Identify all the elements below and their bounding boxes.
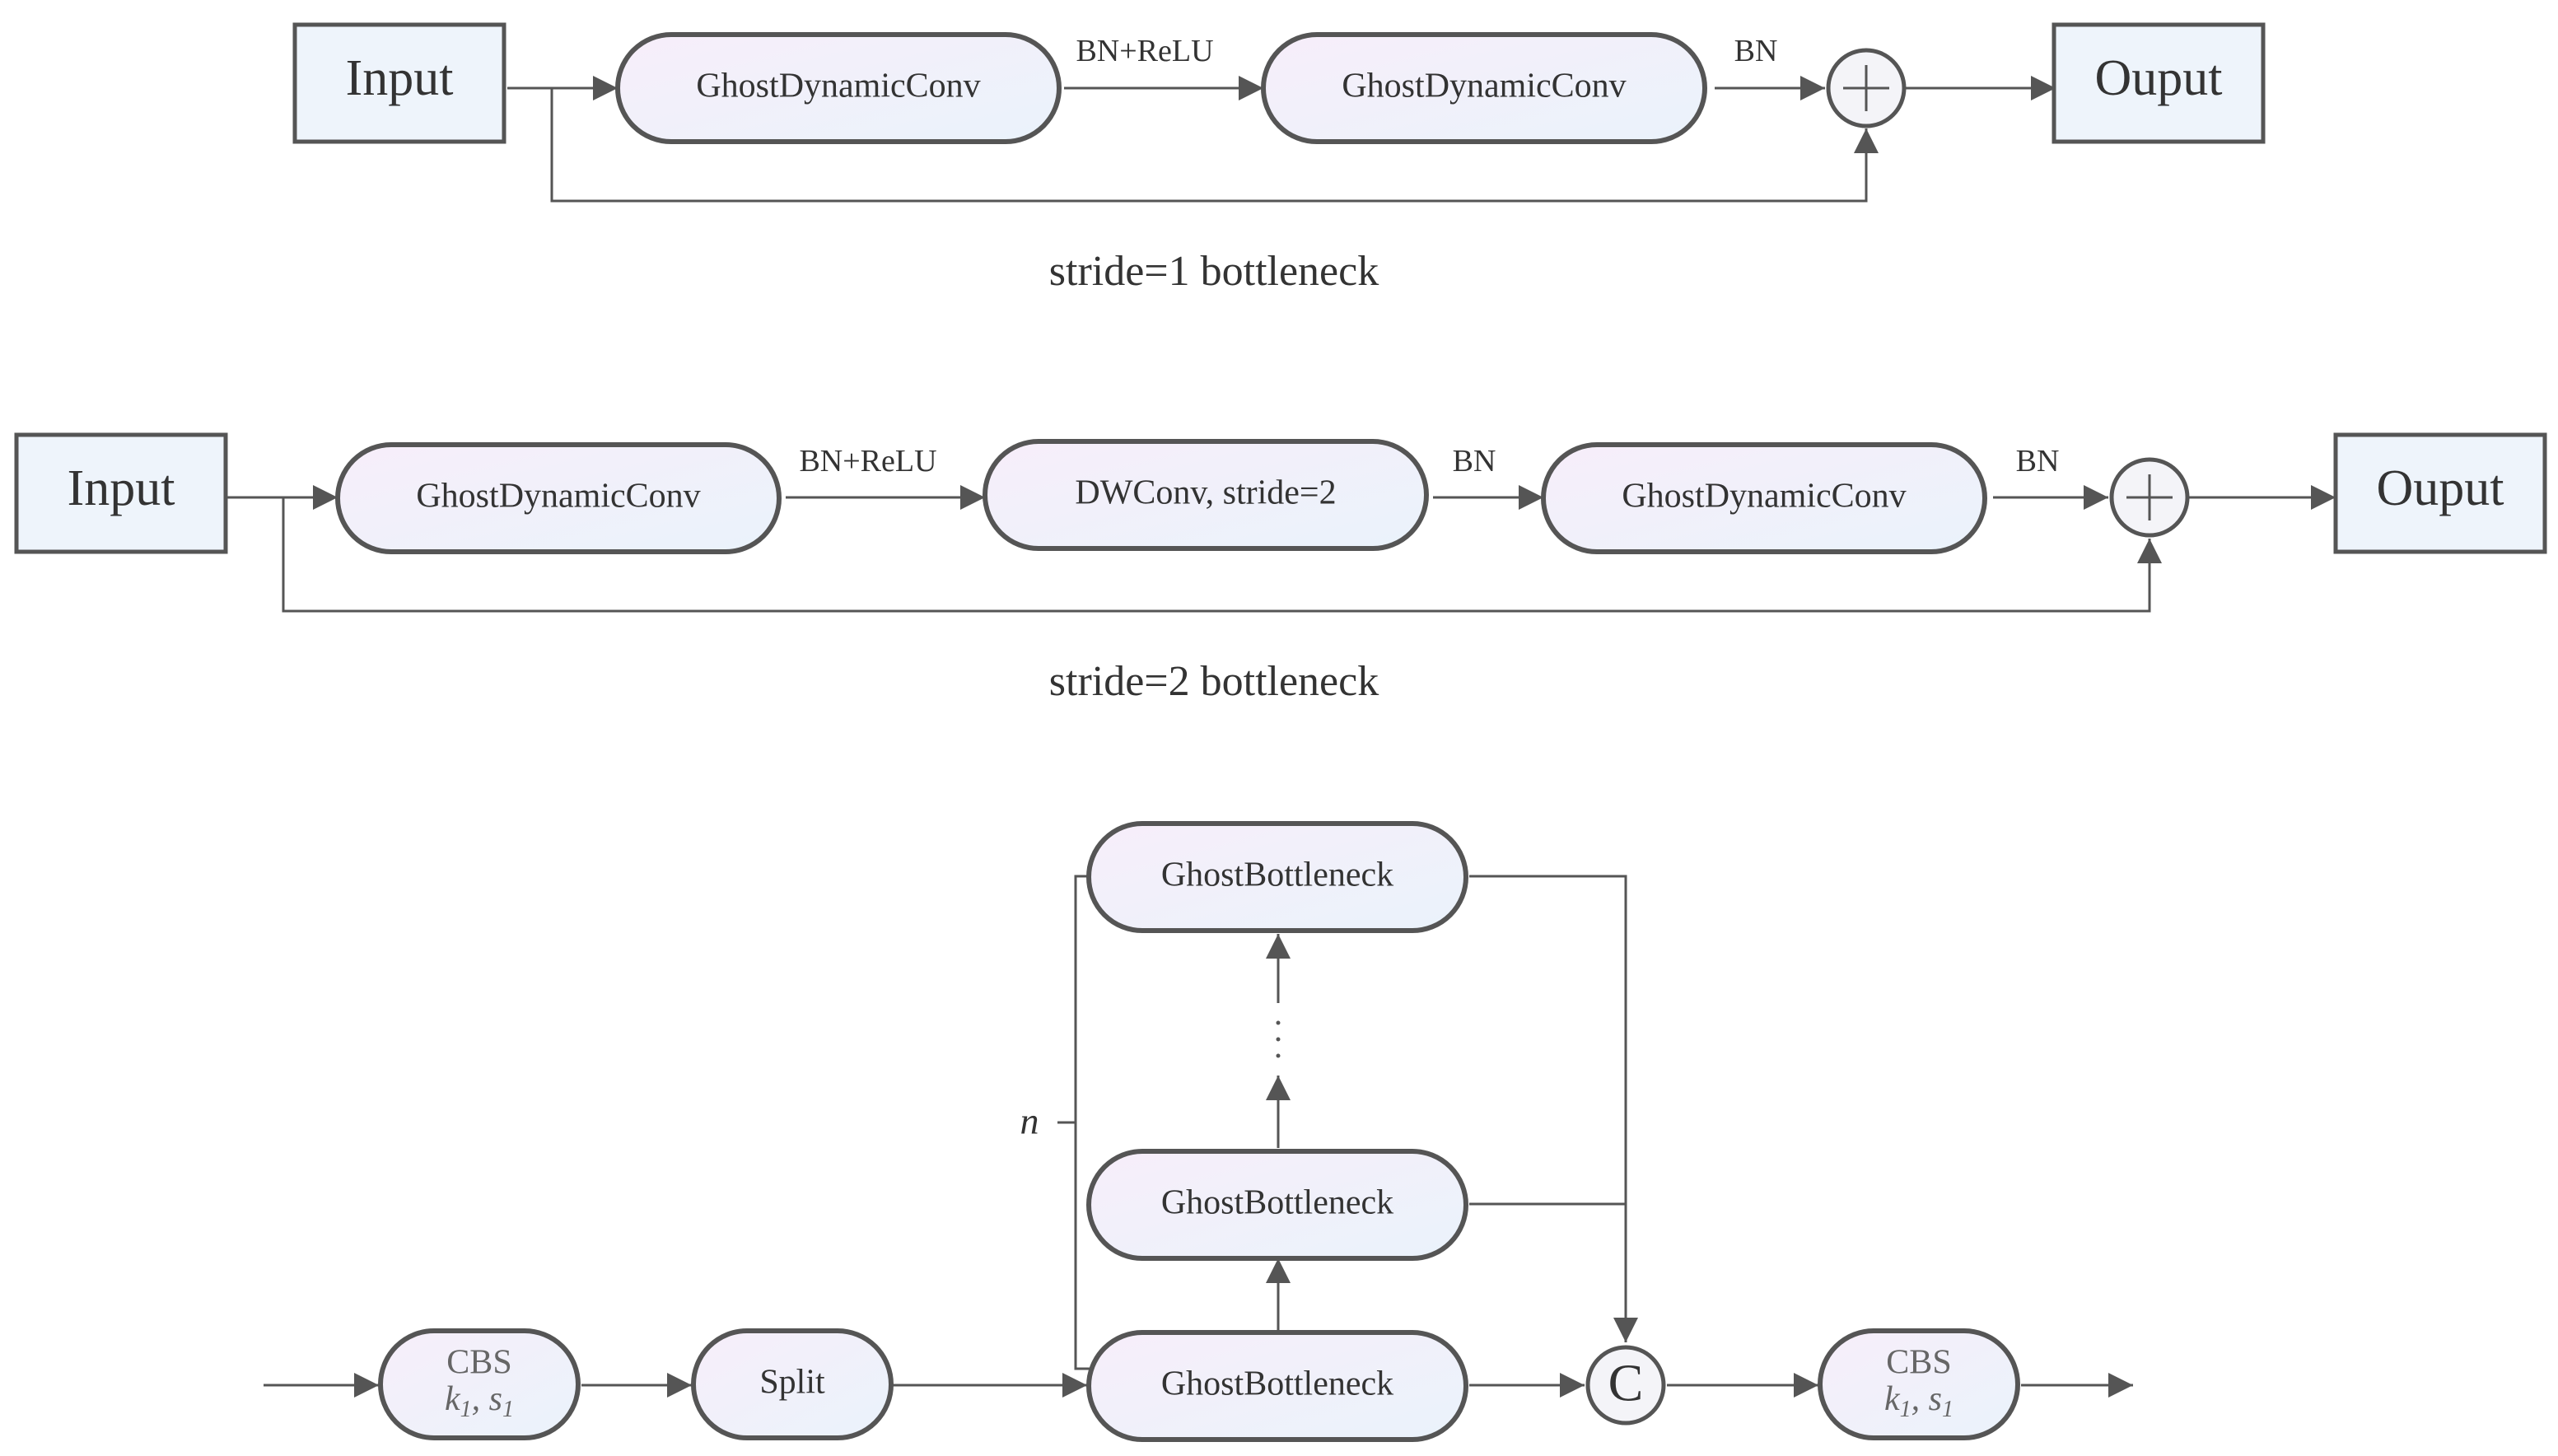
cbs-out-params: k1, s1 [1884, 1380, 1954, 1422]
cbs-in [378, 1328, 581, 1440]
output-box [2333, 432, 2547, 554]
input-box [14, 432, 228, 554]
ghost-bottleneck-bottom [1086, 1330, 1468, 1442]
skip-connection [550, 88, 1879, 203]
output-box [2052, 22, 2266, 144]
split-label: Split [759, 1364, 825, 1402]
skip-connection [282, 497, 2162, 613]
ghost-bottleneck-mid [1086, 1149, 1468, 1261]
ghost-dynamic-conv-1-label: GhostDynamicConv [416, 478, 700, 516]
ellipsis-dot-3 [1276, 1053, 1281, 1058]
dwconv-stride2-label: DWConv, stride=2 [1075, 474, 1336, 512]
ghost-dynamic-conv-2-label: GhostDynamicConv [1622, 478, 1906, 516]
cbs-in-label: CBS [446, 1344, 511, 1382]
ghost-bottleneck-bottom-label: GhostBottleneck [1161, 1365, 1393, 1403]
stride1-bottleneck: Input GhostDynamicConv BN+ReLU GhostDyna… [292, 22, 2266, 295]
dwconv-stride2 [983, 439, 1429, 551]
cbs-out-label: CBS [1886, 1344, 1951, 1382]
ghost-dynamic-conv-2 [1541, 442, 1987, 554]
ghost-bottleneck-top [1086, 821, 1468, 933]
ellipsis-dot-1 [1276, 1020, 1281, 1025]
ghost-dynamic-conv-1 [335, 442, 782, 554]
bn-label: BN [1734, 34, 1778, 68]
bn-relu-label: BN+ReLU [1076, 34, 1213, 68]
concat-node [1585, 1345, 1666, 1426]
input-label: Input [68, 460, 175, 516]
input-box [292, 22, 506, 144]
stride2-bottleneck: Input GhostDynamicConv BN+ReLU DWConv, s… [14, 432, 2547, 705]
repeat-n-label: n [1020, 1100, 1039, 1142]
ghost-dynamic-conv-1-label: GhostDynamicConv [696, 68, 980, 105]
c2f-ghost-module: n CBS k1, s1 Split GhostBottleneck Ghost… [264, 821, 2133, 1442]
stride2-caption: stride=2 bottleneck [1049, 658, 1379, 705]
repeat-bracket [1074, 875, 1094, 1370]
ghost-dynamic-conv-1 [615, 32, 1062, 144]
output-label: Ouput [2377, 460, 2504, 516]
output-label: Ouput [2095, 50, 2223, 106]
concat-label: C [1608, 1354, 1644, 1412]
ghost-bottleneck-top-label: GhostBottleneck [1161, 856, 1393, 894]
ellipsis-dot-2 [1276, 1037, 1281, 1042]
bn-label-1: BN [1453, 444, 1496, 478]
cbs-in-params: k1, s1 [445, 1380, 514, 1422]
input-label: Input [346, 50, 454, 106]
top-to-concat [1469, 875, 1638, 1342]
split-block [691, 1328, 894, 1440]
stride1-caption: stride=1 bottleneck [1049, 248, 1379, 295]
cbs-out [1818, 1328, 2020, 1440]
ghost-bottleneck-mid-label: GhostBottleneck [1161, 1184, 1393, 1222]
bn-label-2: BN [2016, 444, 2060, 478]
ghost-dynamic-conv-2 [1261, 32, 1707, 144]
ghost-dynamic-conv-2-label: GhostDynamicConv [1342, 68, 1626, 105]
bn-relu-label: BN+ReLU [799, 444, 936, 478]
